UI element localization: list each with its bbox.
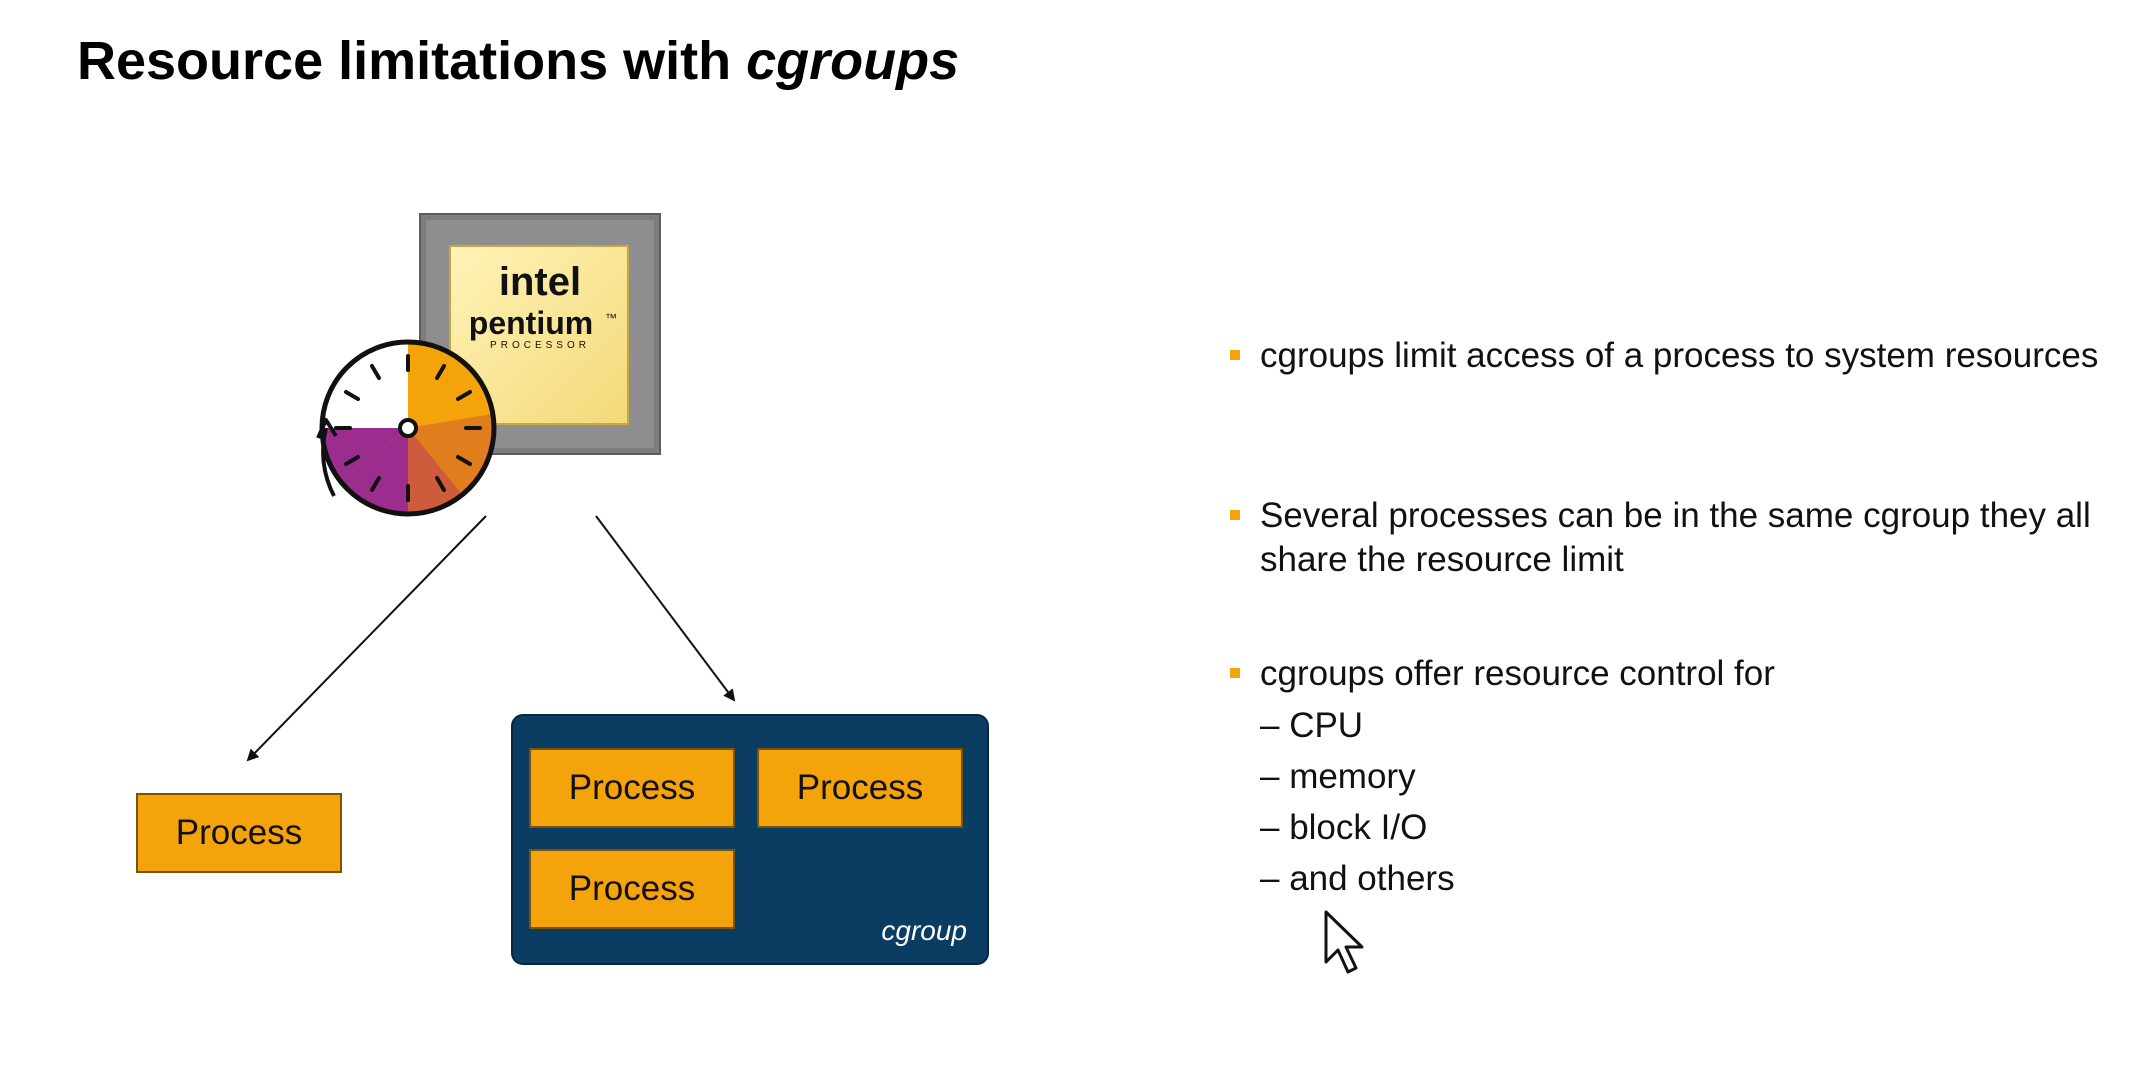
svg-text:™: ™ bbox=[605, 311, 617, 325]
sub-item: – and others bbox=[1260, 859, 1455, 898]
arrow-to-single-process bbox=[246, 515, 487, 762]
cgroup-label: cgroup bbox=[881, 915, 967, 946]
cgroup-process-1: Process bbox=[529, 748, 735, 828]
bullet-square-icon bbox=[1230, 668, 1240, 678]
intel-logo: intel bbox=[499, 260, 581, 304]
cgroup-container: Process Process Process cgroup bbox=[511, 714, 989, 965]
pentium-logo: pentium bbox=[469, 305, 593, 341]
bullet-text: Several processes can be in the same cgr… bbox=[1260, 496, 2091, 579]
bullet-text: cgroups offer resource control for bbox=[1260, 654, 1775, 693]
cgroup-process-2: Process bbox=[757, 748, 963, 828]
sub-item: – memory bbox=[1260, 757, 1416, 796]
timer-icon bbox=[316, 339, 497, 517]
bullet-square-icon bbox=[1230, 510, 1240, 520]
svg-text:PROCESSOR: PROCESSOR bbox=[490, 340, 590, 351]
slide-title-italic: cgroups bbox=[746, 31, 960, 91]
sub-item: – block I/O bbox=[1260, 808, 1428, 847]
bullet-square-icon bbox=[1230, 350, 1240, 360]
arrow-to-cgroup bbox=[595, 515, 736, 702]
cgroup-process-3: Process bbox=[529, 849, 735, 929]
sub-item: – CPU bbox=[1260, 706, 1364, 745]
single-process-box: Process bbox=[136, 793, 342, 873]
slide-title: Resource limitations with cgroups bbox=[77, 31, 960, 91]
bullet-text: cgroups limit access of a process to sys… bbox=[1260, 336, 2099, 375]
mouse-cursor-icon bbox=[1324, 910, 1364, 974]
